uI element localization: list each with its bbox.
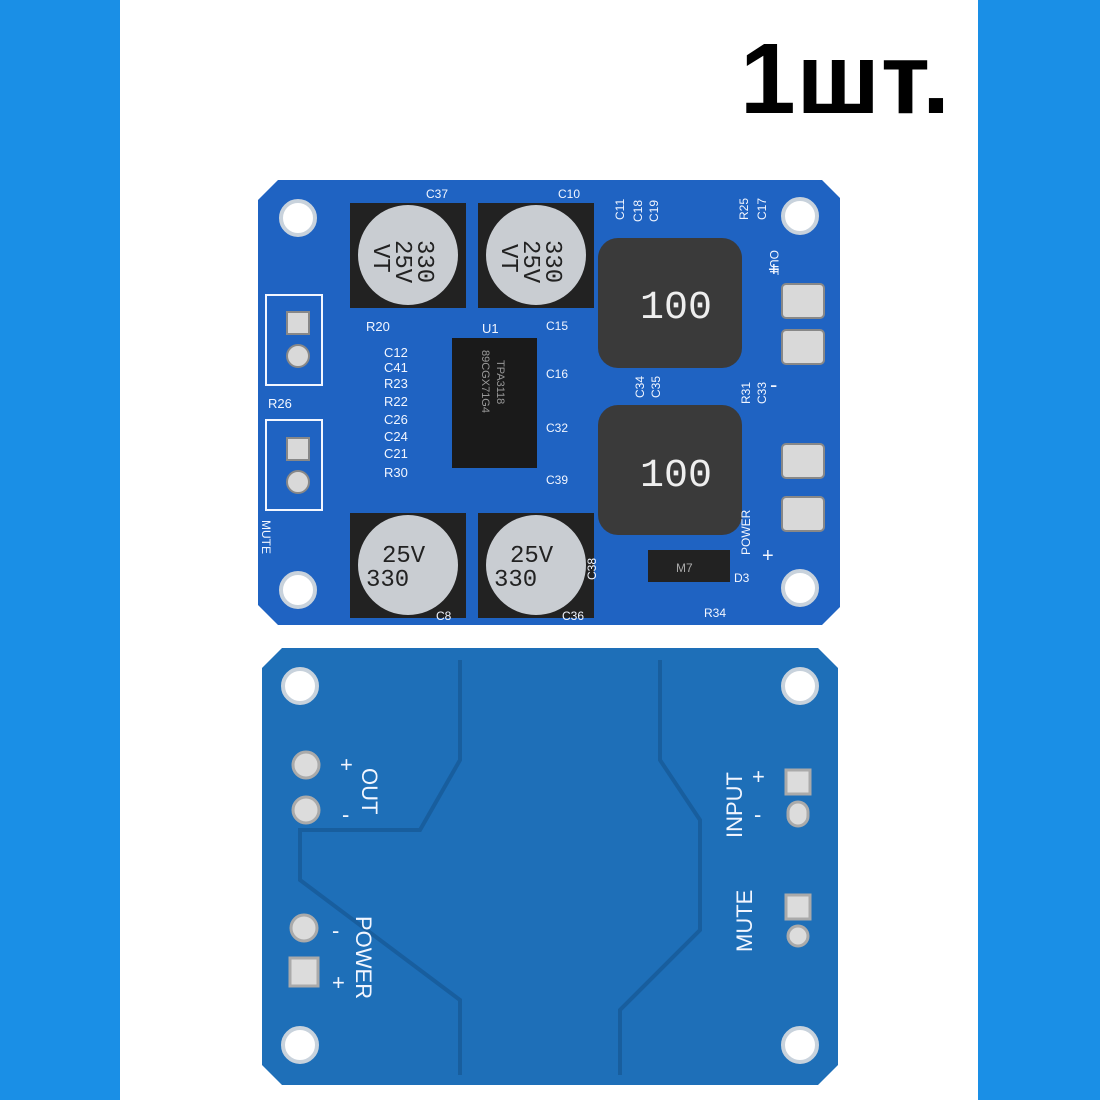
label: C41: [384, 360, 408, 375]
out-label: OUT: [767, 250, 781, 276]
label: C38: [585, 558, 599, 580]
label: C12: [384, 345, 408, 360]
inductor-marking: 100: [640, 454, 712, 499]
minus-sign: -: [754, 802, 761, 827]
label: C24: [384, 429, 408, 444]
plus-sign: +: [762, 545, 774, 567]
quantity-label: 1шт.: [740, 23, 951, 135]
minus-sign: -: [342, 802, 349, 827]
cap-voltage: 25V: [510, 543, 554, 570]
top-board: 330 25V VT 330 25V VT 330 25V 330 25V 10…: [258, 180, 840, 625]
label: C21: [384, 446, 408, 461]
label: C16: [546, 367, 568, 381]
pcb-background-right: [978, 0, 1100, 1100]
plus-sign: +: [752, 764, 765, 789]
label: C36: [562, 609, 584, 623]
bottom-pads: [288, 750, 812, 988]
amplifier-chip: U1 89CGX71G4 TPA3118: [452, 321, 537, 468]
plus-sign: +: [768, 259, 780, 281]
label: C15: [546, 319, 568, 333]
label: R26: [268, 396, 292, 411]
power-label: POWER: [351, 916, 376, 999]
capacitors: [350, 203, 594, 618]
chip-ref: U1: [482, 321, 499, 336]
label: C11: [613, 199, 627, 220]
label: C8: [436, 609, 452, 623]
plus-sign: +: [340, 752, 353, 777]
plus-sign: +: [332, 970, 345, 995]
cap-value: 330: [410, 240, 437, 283]
label: R34: [704, 606, 726, 620]
label: R25: [737, 198, 751, 220]
label: C35: [649, 376, 663, 398]
label: C18: [631, 200, 645, 222]
out-label: OUT: [357, 768, 382, 814]
bottom-board: OUT INPUT MUTE POWER + - + - - +: [262, 648, 838, 1085]
cap-value: 330: [538, 240, 565, 283]
label: R22: [384, 394, 408, 409]
label: C32: [546, 421, 568, 435]
label: C33: [755, 382, 769, 404]
chip-lot: 89CGX71G4: [479, 350, 491, 413]
cap-value: 330: [494, 567, 537, 594]
label: R23: [384, 376, 408, 391]
top-connectors: MUTE OUT POWER + - +: [259, 250, 825, 567]
inductor-marking: 100: [640, 286, 712, 331]
chip-part: TPA3118: [494, 360, 506, 404]
diode: M7: [648, 550, 730, 582]
label: C19: [647, 200, 661, 222]
cap-voltage: 25V: [382, 543, 426, 570]
label: C39: [546, 473, 568, 487]
label: C34: [633, 376, 647, 398]
cap-series: VT: [366, 244, 393, 273]
right-component-labels: C15 C16 C32 C39 C38 C34 C35 R31 C33 R34 …: [426, 187, 769, 623]
label: R20: [366, 319, 390, 334]
power-label: POWER: [739, 509, 753, 555]
pcb-background-left: [0, 0, 120, 1100]
cap-value: 330: [366, 567, 409, 594]
minus-sign: -: [770, 372, 777, 397]
label: D3: [734, 571, 750, 585]
label: C10: [558, 187, 580, 201]
capacitor-markings: 330 25V VT 330 25V VT 330 25V 330 25V: [366, 240, 565, 594]
label: R31: [739, 382, 753, 404]
cap-series: VT: [494, 244, 521, 273]
bottom-labels: OUT INPUT MUTE POWER + - + - - +: [332, 752, 765, 999]
mounting-holes: [279, 197, 819, 609]
diode-marking: M7: [676, 561, 693, 575]
input-label: INPUT: [722, 772, 747, 838]
label: C26: [384, 412, 408, 427]
cap-voltage: 25V: [516, 240, 543, 284]
mute-label: MUTE: [732, 890, 757, 952]
bottom-mounting-holes: [281, 667, 819, 1064]
label: C17: [755, 198, 769, 220]
minus-sign: -: [332, 918, 339, 943]
left-component-labels: R20 C12 C41 R23 R22 C26 C24 C21 R30 R26: [268, 319, 408, 480]
label: R30: [384, 465, 408, 480]
mute-label: MUTE: [259, 520, 273, 554]
label: C37: [426, 187, 448, 201]
cap-voltage: 25V: [388, 240, 415, 284]
inductors: 100 100: [598, 238, 742, 535]
